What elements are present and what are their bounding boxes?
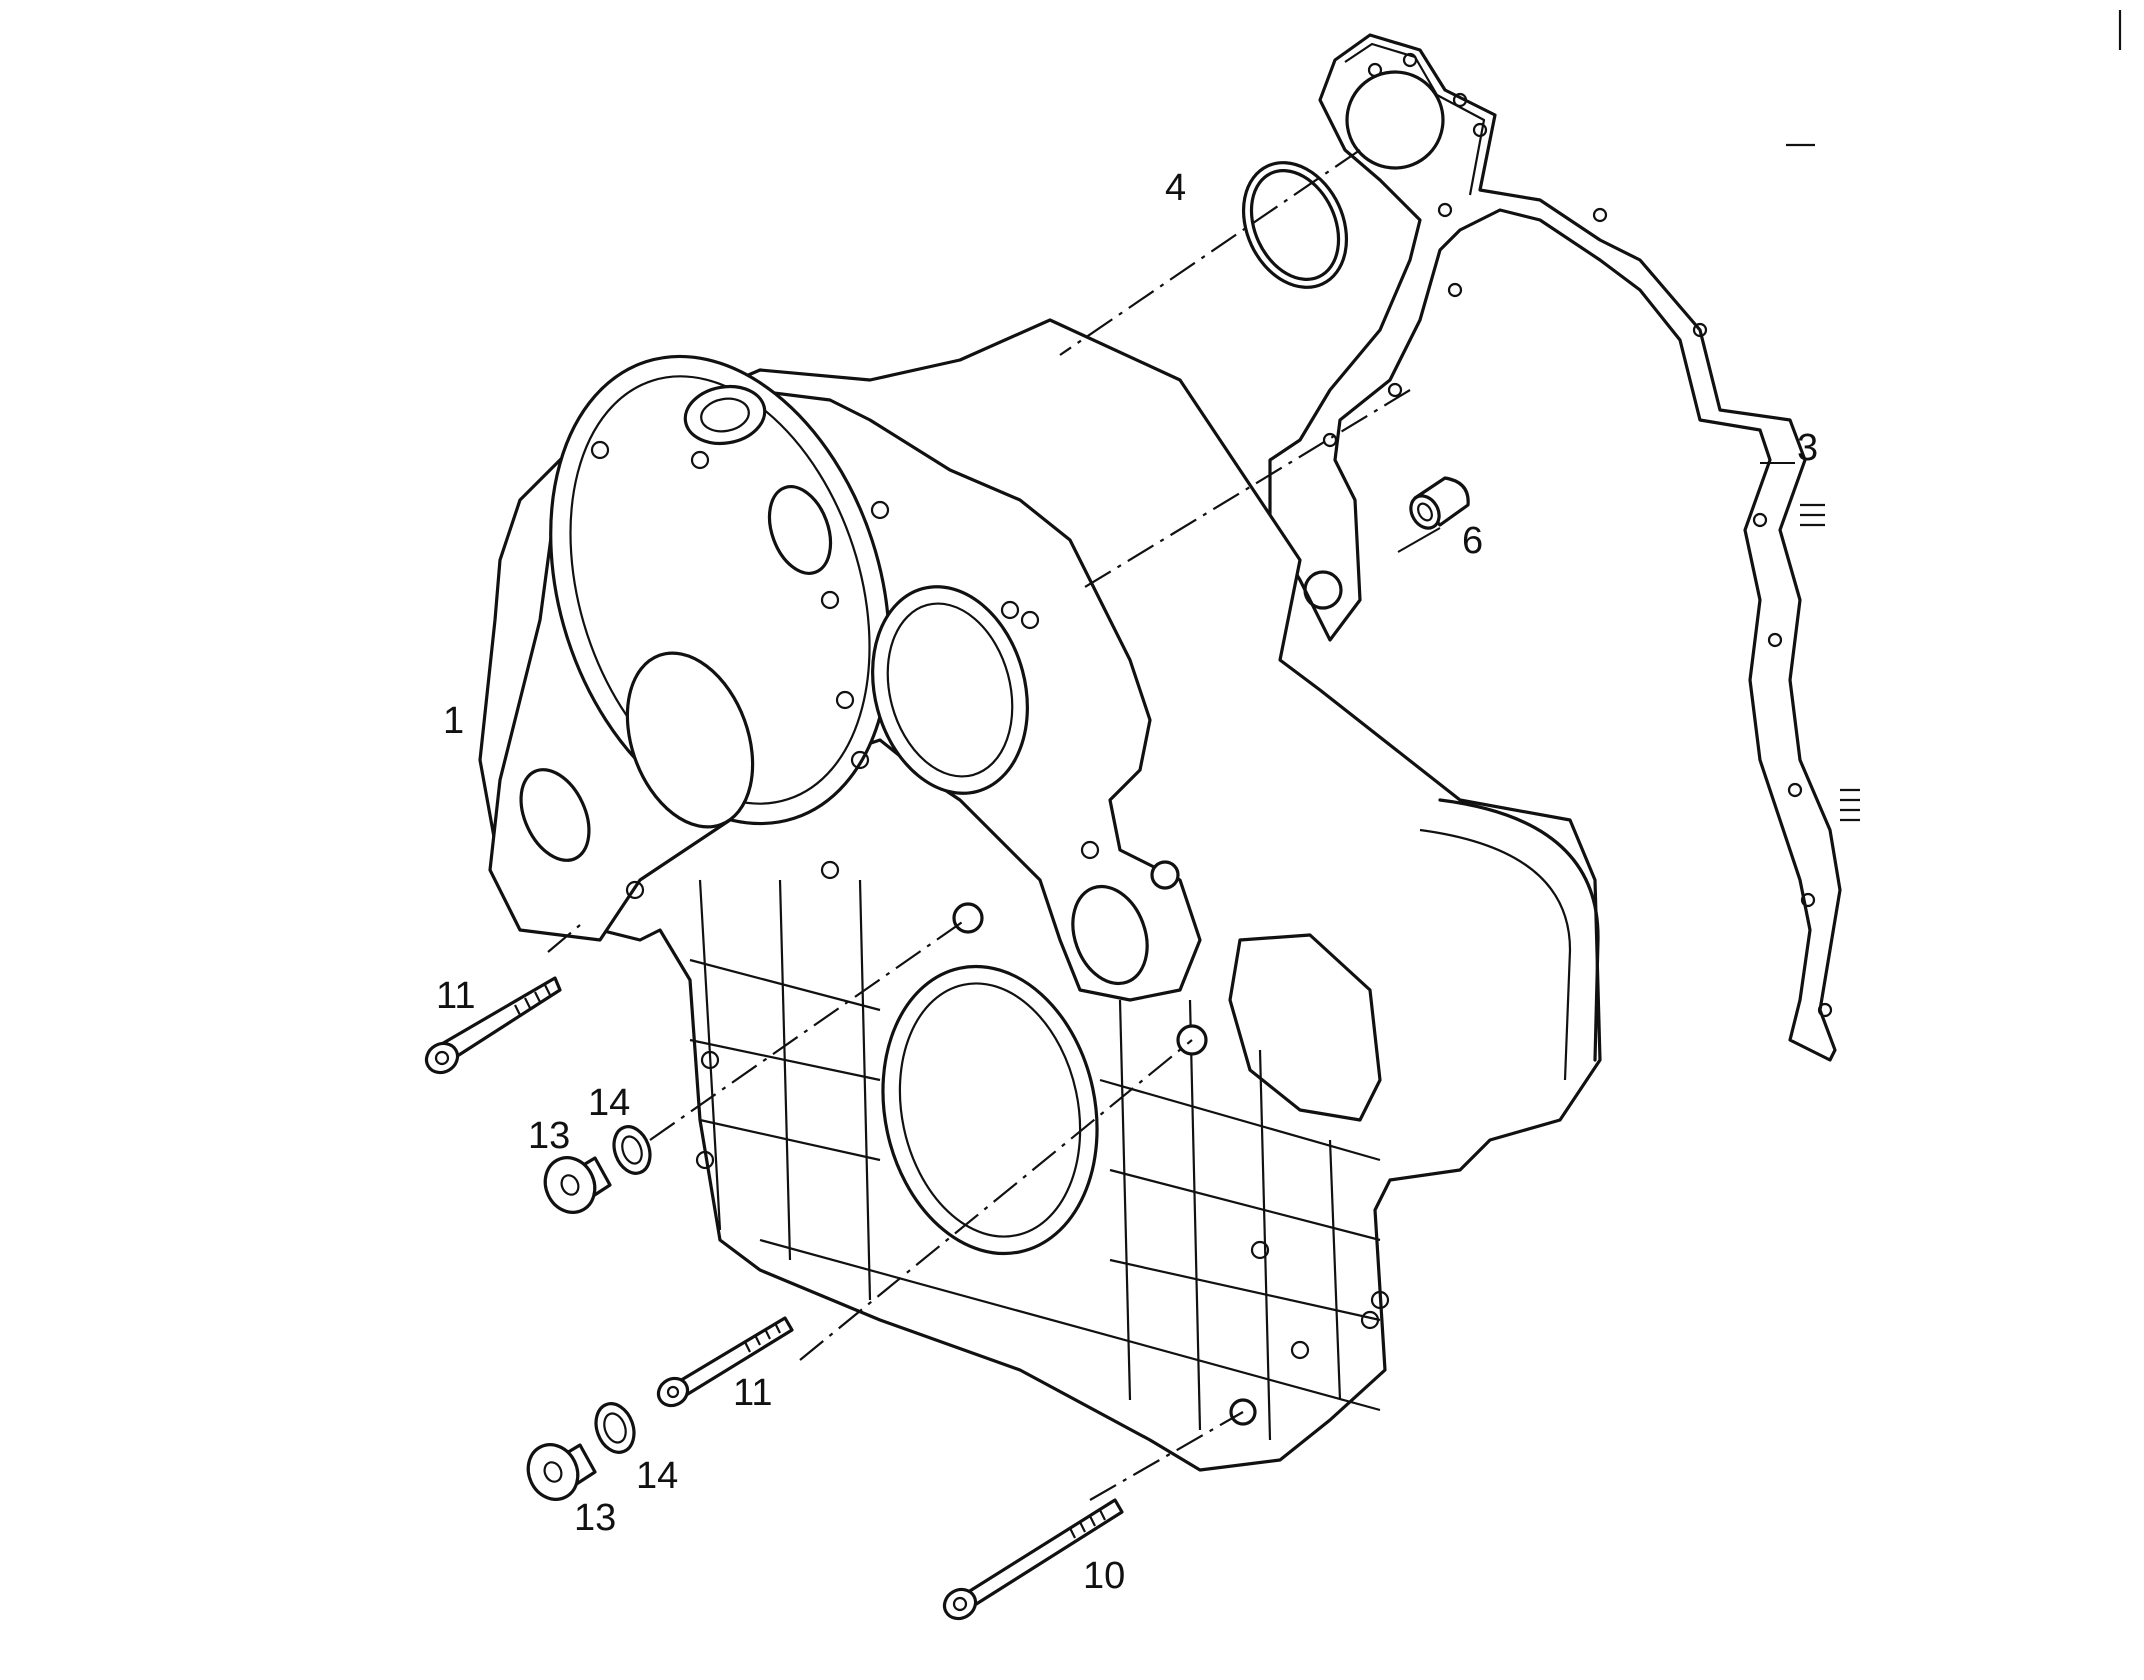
callout-11-upper: 11: [436, 975, 475, 1017]
washer-part-14-upper: [612, 1125, 652, 1175]
bolt-part-11-upper: [424, 976, 562, 1075]
gear-housing-part-1: [478, 318, 1602, 1472]
bolt-part-10: [942, 1498, 1124, 1621]
callout-14-lower: 14: [636, 1455, 678, 1497]
callout-13-lower: 13: [574, 1497, 616, 1539]
callout-14-upper: 14: [588, 1082, 630, 1124]
assembly-centerlines: [547, 149, 1411, 1501]
callout-3: 3: [1797, 427, 1818, 469]
callout-10: 10: [1083, 1555, 1125, 1597]
bolt-part-11-lower: [656, 1316, 794, 1408]
margin-marks: [1786, 10, 2122, 822]
sleeve-part-6: [1409, 476, 1470, 530]
callout-13-upper: 13: [528, 1115, 570, 1157]
callout-6: 6: [1462, 520, 1483, 562]
o-ring-part-4: [1241, 161, 1349, 289]
washer-part-14-lower: [594, 1402, 636, 1454]
callout-11-lower: 11: [733, 1372, 772, 1414]
plug-part-13-upper: [543, 1156, 612, 1214]
leader-lines: [1397, 462, 1795, 553]
callout-1: 1: [443, 700, 464, 742]
callout-4: 4: [1165, 167, 1186, 209]
plug-part-13-lower: [526, 1443, 597, 1501]
